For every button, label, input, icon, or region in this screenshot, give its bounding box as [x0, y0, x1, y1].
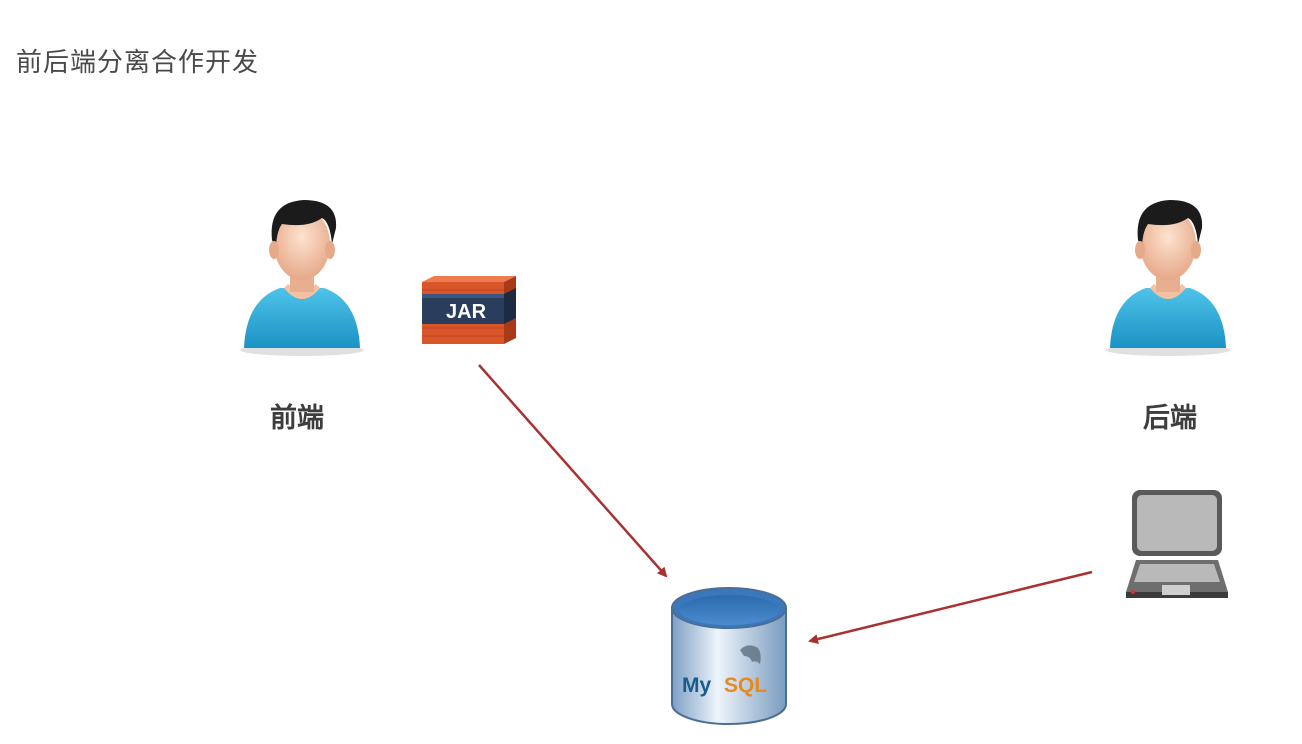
laptop-to-db-arrow [808, 570, 1093, 644]
jar-icon: JAR [422, 276, 516, 344]
backend-label: 后端 [1143, 403, 1197, 434]
page-title: 前后端分离合作开发 [16, 48, 260, 78]
mysql-label-my: My [682, 674, 711, 697]
backend-person-icon [1106, 200, 1230, 356]
laptop-icon [1126, 490, 1228, 598]
mysql-database-icon: My SQL [671, 587, 787, 725]
jar-to-db-arrow [478, 364, 668, 578]
jar-label: JAR [446, 301, 487, 323]
mysql-label-sql: SQL [724, 674, 767, 697]
frontend-label: 前端 [270, 403, 324, 434]
frontend-person-icon [240, 200, 364, 356]
